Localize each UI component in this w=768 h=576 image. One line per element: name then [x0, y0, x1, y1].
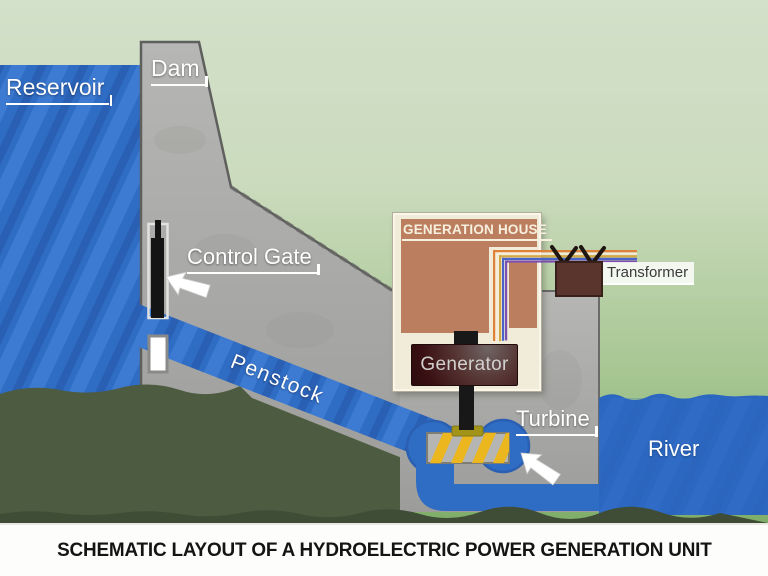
title-bar: SCHEMATIC LAYOUT OF A HYDROELECTRIC POWE… — [0, 523, 768, 576]
dam-steps-edge — [229, 185, 403, 298]
house-brown-panel-right — [509, 262, 537, 328]
concrete-texture-spot — [154, 126, 206, 154]
control-gate-label: Control Gate — [187, 244, 317, 274]
river-streaks — [599, 398, 768, 515]
tailrace-channel — [416, 455, 599, 511]
page-title: SCHEMATIC LAYOUT OF A HYDROELECTRIC POWE… — [56, 539, 712, 561]
generator-box: Generator — [411, 344, 518, 386]
turbine-label-wrap: Turbine — [516, 406, 598, 437]
reservoir-label-wrap: Reservoir — [6, 74, 113, 106]
concrete-texture-spot — [266, 312, 334, 348]
control-gate-label-wrap: Control Gate — [187, 244, 320, 275]
dam-label: Dam — [151, 55, 205, 86]
turbine-label: Turbine — [516, 406, 595, 436]
dam-label-wrap: Dam — [151, 55, 208, 87]
transformer-label: Transformer — [603, 262, 695, 285]
hill — [0, 384, 402, 523]
generator-label: Generator — [420, 354, 509, 375]
label-tick — [317, 264, 320, 275]
reservoir-label: Reservoir — [6, 74, 110, 105]
label-tick — [595, 426, 598, 437]
label-tick — [205, 76, 208, 87]
concrete-texture-spot — [538, 350, 582, 410]
bottom-ground-strip — [0, 506, 768, 523]
hydroelectric-diagram: GENERATION HOUSE — [0, 0, 768, 523]
label-tick — [109, 95, 113, 106]
generation-house-label: GENERATION HOUSE — [402, 222, 552, 241]
concrete-texture-spot — [195, 234, 255, 266]
river-label: River — [648, 436, 700, 461]
